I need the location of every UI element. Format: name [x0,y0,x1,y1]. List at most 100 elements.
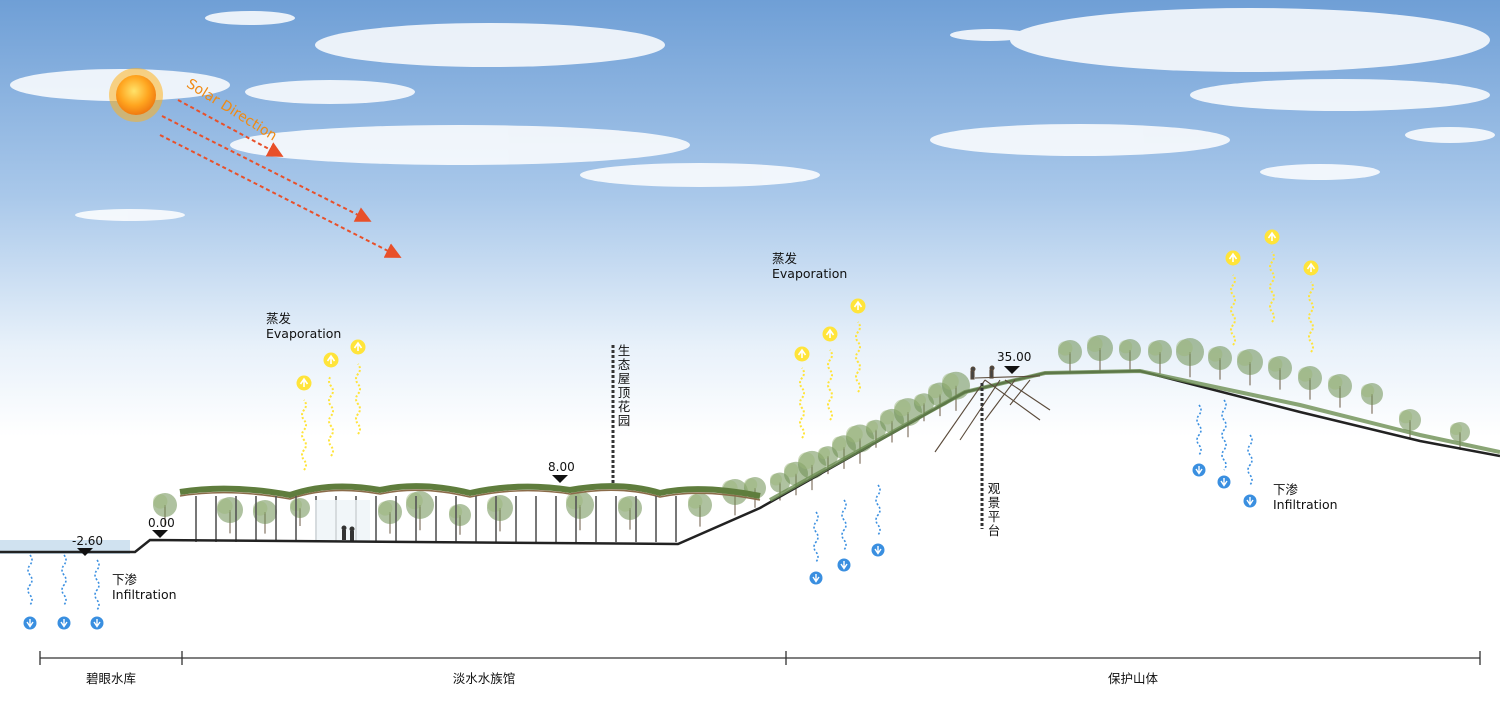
zone-label-aquarium: 淡水水族馆 [452,671,516,686]
tree-canopy-highlight [1298,367,1313,382]
tree-canopy-highlight [253,501,268,516]
elevation-marker-1 [77,548,93,556]
infiltration-label-left: 下渗 Infiltration [112,572,177,602]
arrow-down-glyph [812,574,820,583]
tree-canopy-highlight [406,492,423,510]
infiltration-en: Infiltration [1273,497,1338,512]
tree-canopy-highlight [866,420,878,433]
arrow-up-glyph [353,341,363,351]
elevation-label-reservoir: -2.60 [72,534,104,548]
arrow-up-glyph [797,348,807,358]
tree-canopy-highlight [487,496,503,512]
tree-canopy-highlight [818,447,830,460]
tree-canopy-highlight [894,399,911,417]
aquarium-building [179,483,761,542]
evaporation-wave [827,349,833,421]
infiltration-wave [1196,404,1202,456]
infiltration-wave [813,511,819,563]
zone-bar [39,651,1481,665]
clouds [10,8,1495,221]
infiltration-wave [1221,399,1227,471]
evaporation-wave [328,375,334,457]
tree-canopy-highlight [1208,347,1223,362]
arrow-down-glyph [874,546,882,555]
tree-canopy-highlight [832,436,847,451]
zone-label-reservoir: 碧眼水库 [85,671,136,686]
arrow-up-glyph [326,354,336,364]
tree-canopy-highlight [378,501,393,516]
tree-canopy-highlight [880,410,895,425]
solar-arrows [159,99,402,258]
elevation-marker-3 [552,475,568,483]
arrow-up-glyph [1267,231,1277,241]
evaporation-label-right: 蒸发 Evaporation [772,251,847,281]
leader-lines [611,345,984,529]
elevation-marker-4 [1004,366,1020,374]
infiltration-label-right: 下渗 Infiltration [1273,482,1338,512]
elevation-label-roof: 8.00 [548,460,575,474]
evaporation-wave [301,399,307,471]
tree-canopy-highlight [1399,410,1413,424]
infiltration-cn: 下渗 [1273,482,1299,497]
evaporation-wave [1230,274,1236,346]
viewing-platform [934,365,1051,453]
arrow-up-glyph [299,377,309,387]
roof-garden-label: 生态屋顶花园 [617,343,631,428]
tree-canopy-highlight [618,497,633,512]
arrow-down-glyph [60,619,68,628]
arrow-up-glyph [825,328,835,338]
tree-canopy-highlight [566,492,583,510]
arrow-down-glyph [1220,478,1228,487]
infiltration-cn: 下渗 [112,572,138,587]
arrow-down-glyph [840,561,848,570]
viewing-platform-label: 观景平台 [987,481,1001,538]
evaporation-cn: 蒸发 [266,311,292,326]
tree-canopy-highlight [914,394,926,407]
evaporation-en: Evaporation [266,326,342,341]
elevation-markers [77,366,1020,556]
arrow-down-glyph [1246,497,1254,506]
tree-canopy-highlight [1361,384,1375,398]
zone-label-mountain: 保护山体 [1107,671,1158,686]
elevation-label-platform: 35.00 [997,350,1032,364]
ground-profile [0,368,1500,554]
infiltration-wave [875,484,881,536]
tree-canopy-highlight [1148,341,1163,356]
infiltration-wave [27,554,33,606]
arrow-up-glyph [1228,252,1238,262]
infiltration-wave [61,554,67,606]
tree-canopy-highlight [1237,350,1253,366]
infiltration-en: Infiltration [112,587,177,602]
tree-canopy-highlight [1176,339,1193,357]
tree-canopy-highlight [770,473,782,486]
tree-canopy-highlight [153,494,168,509]
evaporation-wave [1308,281,1314,353]
evaporation-arrows [296,229,1319,471]
tree-canopy-highlight [1119,340,1133,354]
tree-canopy-highlight [688,494,703,509]
arrow-down-glyph [1195,466,1203,475]
infiltration-wave [841,499,847,551]
evaporation-en: Evaporation [772,266,848,281]
tree-canopy-highlight [217,498,233,514]
tree-canopy-highlight [784,462,799,478]
evaporation-wave [355,363,361,435]
evaporation-cn: 蒸发 [772,251,798,266]
tree-canopy-highlight [942,373,959,390]
arrow-up-glyph [853,300,863,310]
tree-canopy-highlight [1450,423,1462,435]
evaporation-label-left: 蒸发 Evaporation [266,311,341,341]
tree-canopy-highlight [1268,357,1283,372]
elevation-label-ground: 0.00 [148,516,175,530]
evaporation-wave [799,367,805,439]
tree-canopy-highlight [846,425,863,443]
tree-canopy-highlight [1087,336,1103,352]
arrow-down-glyph [93,619,101,628]
elevation-marker-2 [152,530,168,538]
infiltration-wave [1247,434,1253,486]
tree-canopy-highlight [928,383,943,399]
sun [109,68,163,122]
tree-canopy-highlight [744,478,758,492]
